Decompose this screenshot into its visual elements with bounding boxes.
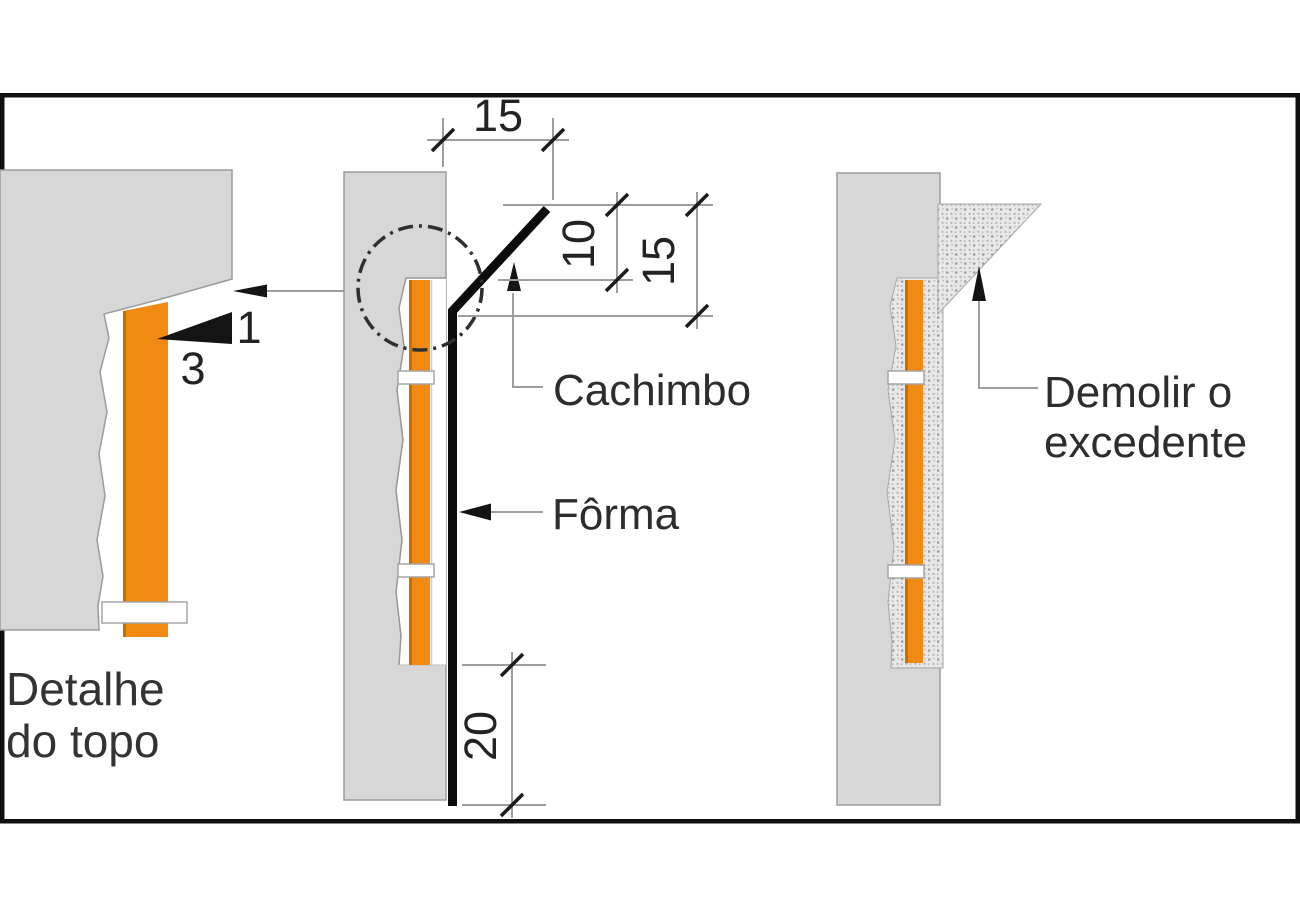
concrete-first-pour (0, 169, 233, 631)
demolir-label-line2: excedente (1044, 418, 1247, 467)
dimension-tick-icon (604, 192, 630, 218)
frame-bottom-line (0, 819, 1300, 824)
form-tie (397, 370, 435, 385)
dimension-top-width: 15 (427, 90, 569, 200)
dimension-tick-icon (499, 792, 525, 818)
slope-run-value: 3 (180, 343, 205, 394)
panel-caption-line1: Detalhe (6, 663, 165, 715)
dimension-tick-icon (604, 267, 630, 293)
chamfer-slope-wedge (157, 312, 232, 344)
dimension-tick-icon (540, 127, 566, 153)
form-tie (101, 601, 188, 624)
leader-arrowhead-left-icon (233, 284, 267, 298)
panel-caption-line2: do topo (6, 715, 159, 767)
forma-arrowhead-icon (459, 503, 491, 521)
dim-form-extension-value: 20 (455, 711, 506, 761)
panel-form-cachimbo: 15 10 15 20 Cachimbo (343, 90, 751, 818)
dim-top-width-value: 15 (473, 90, 523, 141)
dim-spout-rise-value: 10 (553, 219, 604, 269)
dimension-tick-icon (684, 303, 710, 329)
form-tie (887, 564, 925, 579)
forma-label: Fôrma (552, 490, 680, 539)
cachimbo-label: Cachimbo (553, 366, 751, 415)
cachimbo-leader-line (512, 293, 543, 388)
form-tie (397, 563, 435, 578)
waterstop-strip (409, 280, 430, 665)
slope-rise-value: 1 (236, 302, 261, 353)
form-tie (887, 370, 925, 385)
dimension-tick-icon (499, 652, 525, 678)
dimension-tick-icon (684, 192, 710, 218)
dimension-spout: 10 15 (458, 192, 713, 329)
detail-circle (356, 224, 484, 352)
frame-top-line (0, 93, 1300, 98)
form-board-line (448, 205, 551, 806)
corner-arrowhead-up-icon (507, 262, 521, 291)
dimension-form-extension: 20 (455, 652, 546, 818)
waterstop-strip (123, 302, 168, 637)
frame-right-line (1295, 93, 1300, 823)
panel-top-detail: 1 3 Detalhe do topo (0, 169, 359, 767)
demolir-arrowhead-up-icon (972, 266, 986, 301)
chiseled-face-line (395, 277, 446, 666)
demolir-leader-line (978, 299, 1038, 389)
demolir-label-line1: Demolir o (1044, 368, 1232, 417)
dim-spout-height-value: 15 (633, 236, 684, 286)
panel-demolition: Demolir o excedente (836, 172, 1247, 806)
dimension-tick-icon (430, 127, 456, 153)
excess-concrete-spout-hatch (937, 203, 1043, 316)
